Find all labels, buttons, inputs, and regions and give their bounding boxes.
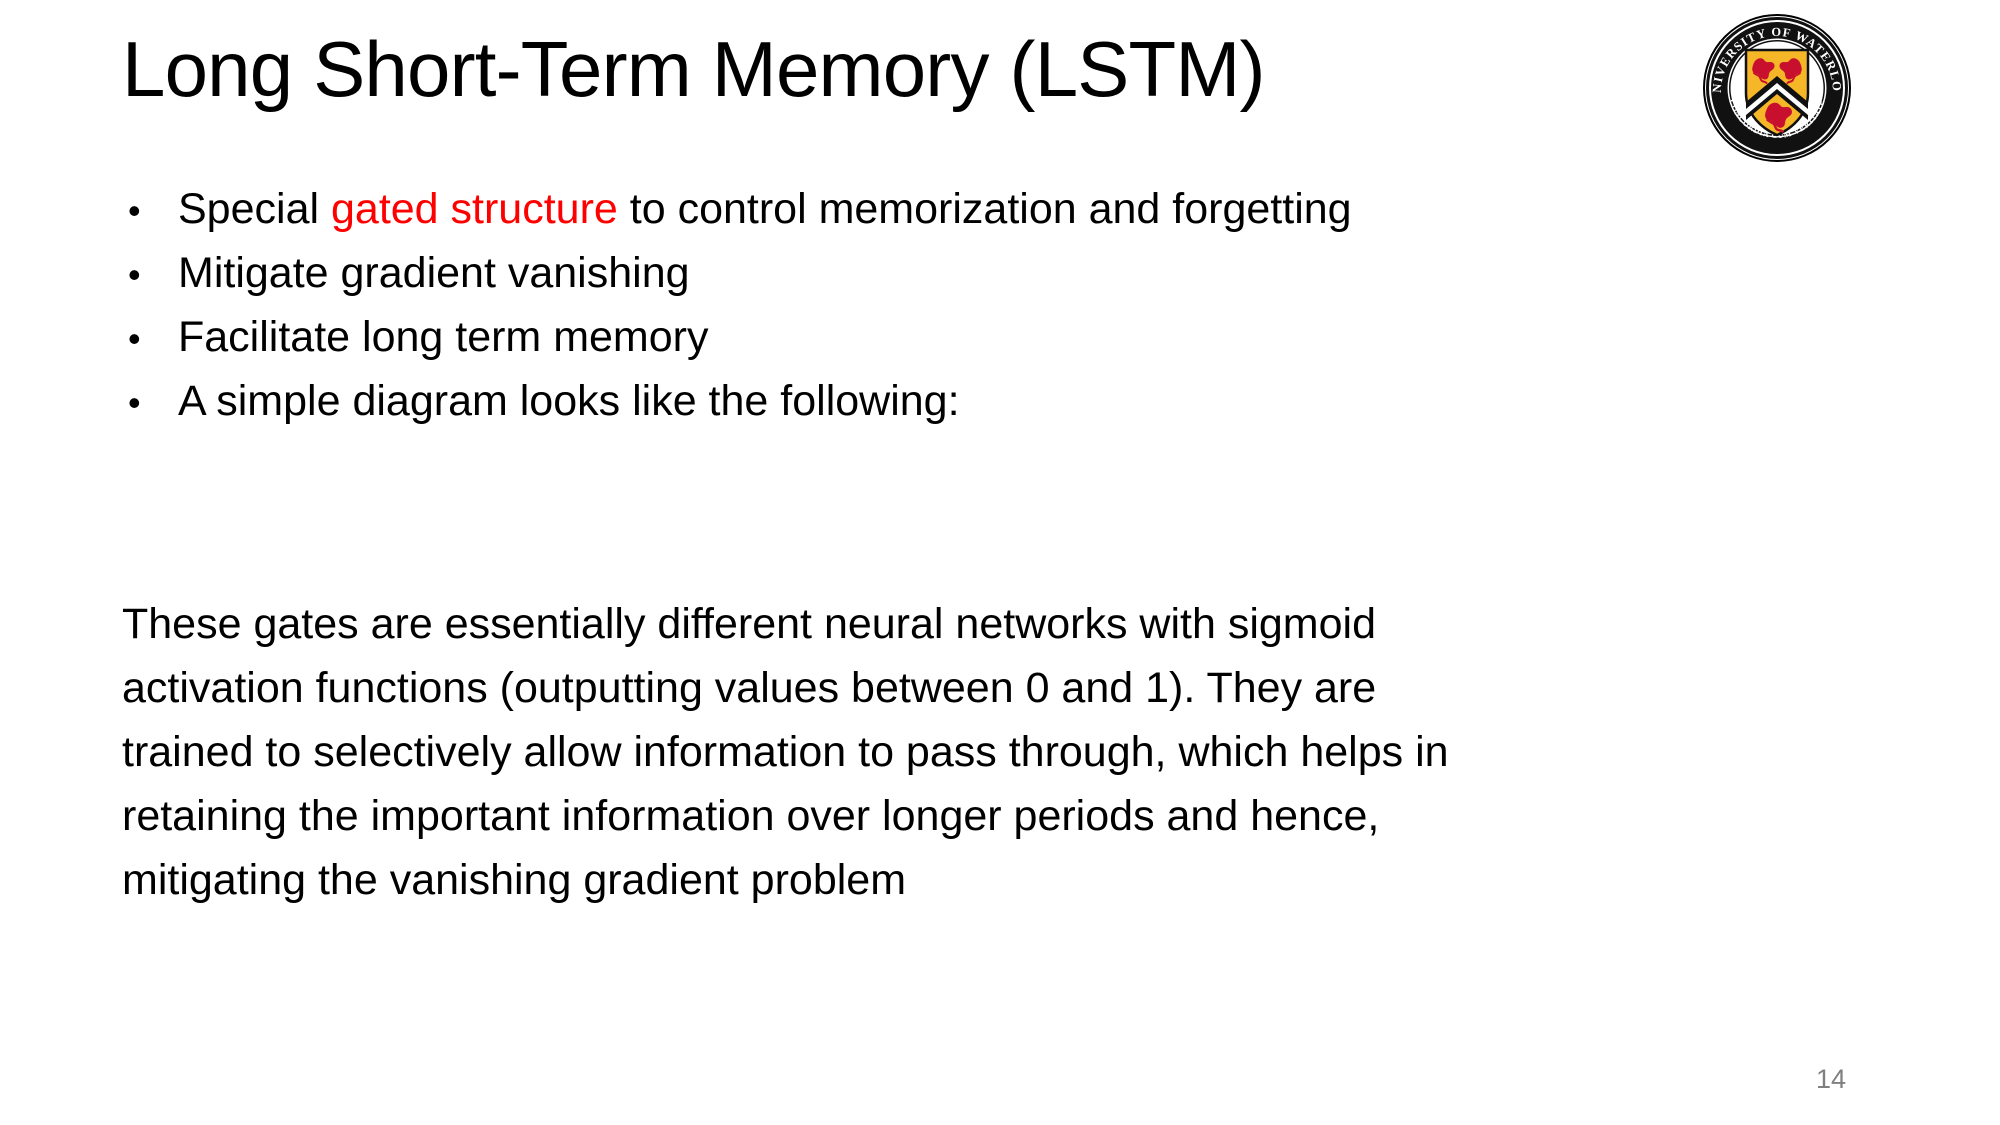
paragraph-line: mitigating the vanishing gradient proble… <box>122 856 907 904</box>
list-item-label: Mitigate gradient vanishing <box>178 242 690 305</box>
bullet-point-icon: • <box>128 190 141 231</box>
slide-page-number: 14 <box>1816 1064 1847 1094</box>
bullet-text-pre: Special <box>178 185 331 233</box>
list-item: • A simple diagram looks like the follow… <box>122 370 1822 434</box>
page-title: Long Short-Term Memory (LSTM) <box>122 25 1266 113</box>
list-item-label: Special gated structure to control memor… <box>178 178 1352 241</box>
logo-lion-top-right <box>1779 58 1802 84</box>
bullet-text-highlight: gated structure <box>330 185 618 233</box>
university-of-waterloo-logo: UNIVERSITY OF WATERLOO CONCORDIA CUM VER… <box>1702 13 1852 163</box>
paragraph-line: activation functions (outputting values … <box>122 664 1377 712</box>
bullet-text-post: to control memorization and forgetting <box>617 185 1352 233</box>
logo-shield <box>1744 48 1810 137</box>
bullet-text-pre: Mitigate gradient vanishing <box>178 249 690 297</box>
logo-lion-top-left <box>1752 58 1775 84</box>
bullet-text-pre: A simple diagram looks like the followin… <box>178 377 960 425</box>
paragraph-line: These gates are essentially different ne… <box>122 600 1377 648</box>
list-item: • Special gated structure to control mem… <box>122 178 1822 242</box>
bullet-point-icon: • <box>128 254 141 295</box>
bullet-point-icon: • <box>128 318 141 359</box>
list-item: • Facilitate long term memory <box>122 306 1822 370</box>
logo-lion-bottom <box>1765 102 1792 133</box>
list-item: • Mitigate gradient vanishing <box>122 242 1822 306</box>
list-item-label: Facilitate long term memory <box>178 306 709 369</box>
paragraph-line: retaining the important information over… <box>122 792 1380 840</box>
list-item-label: A simple diagram looks like the followin… <box>178 370 960 433</box>
bullet-list: • Special gated structure to control mem… <box>122 178 1822 434</box>
body-paragraph: These gates are essentially different ne… <box>122 592 1472 912</box>
bullet-text-pre: Facilitate long term memory <box>178 313 709 361</box>
bullet-point-icon: • <box>128 382 141 423</box>
paragraph-line: trained to selectively allow information… <box>122 728 1449 776</box>
